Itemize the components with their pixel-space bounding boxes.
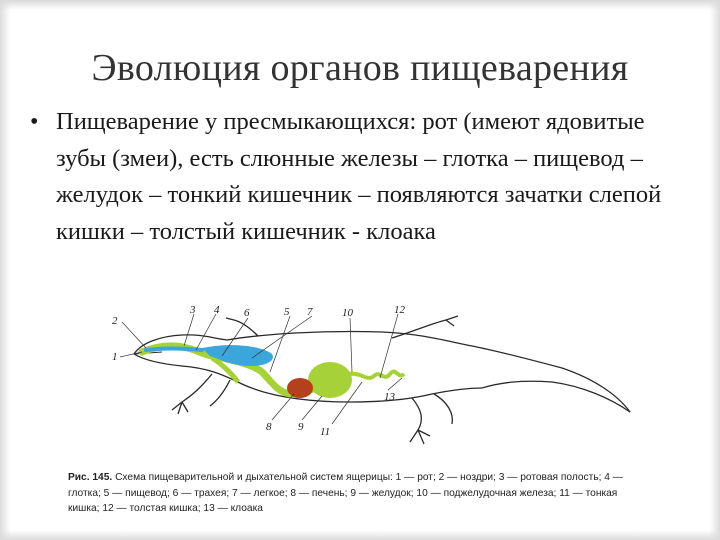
liver-organ xyxy=(287,378,313,398)
figure-label-9: 9 xyxy=(298,421,304,433)
bullet-item: • Пищеварение у пресмыкающихся: рот (име… xyxy=(30,104,690,250)
figure-label-6: 6 xyxy=(244,307,250,319)
figure-caption: Рис. 145. Схема пищеварительной и дыхате… xyxy=(68,470,634,517)
lizard-outline xyxy=(133,315,631,445)
lizard-digestive-figure: 1 2 3 4 5 6 7 8 9 10 11 12 13 Рис. 145. … xyxy=(62,302,640,522)
bullet-dot-icon: • xyxy=(30,109,39,135)
slide-border-bottom xyxy=(0,530,720,540)
figure-label-10: 10 xyxy=(342,307,354,319)
slide-title: Эволюция органов пищеварения xyxy=(91,47,629,89)
figure-label-5: 5 xyxy=(284,306,290,318)
figure-label-12: 12 xyxy=(394,304,406,316)
digestive-tract xyxy=(138,342,406,398)
slide-border-top xyxy=(0,0,720,10)
leader-lines xyxy=(119,313,403,425)
figure-label-7: 7 xyxy=(307,306,313,318)
figure-label-13: 13 xyxy=(384,391,396,403)
bullet-text: Пищеварение у пресмыкающихся: рот (имеют… xyxy=(56,108,662,245)
respiratory-organs xyxy=(144,345,273,366)
slide-border-left xyxy=(0,0,10,540)
slide-border-right xyxy=(710,0,720,540)
figure-label-3: 3 xyxy=(189,304,196,316)
figure-label-4: 4 xyxy=(214,304,220,316)
lizard-diagram: 1 2 3 4 5 6 7 8 9 10 11 12 13 xyxy=(112,304,631,445)
figure-label-11: 11 xyxy=(320,426,330,438)
figure-label-1: 1 xyxy=(112,351,118,363)
figure-label-8: 8 xyxy=(266,421,272,433)
figure-label-2: 2 xyxy=(112,315,118,327)
caption-text: Схема пищеварительной и дыхательной сист… xyxy=(68,472,623,514)
caption-prefix: Рис. 145. xyxy=(68,472,113,483)
